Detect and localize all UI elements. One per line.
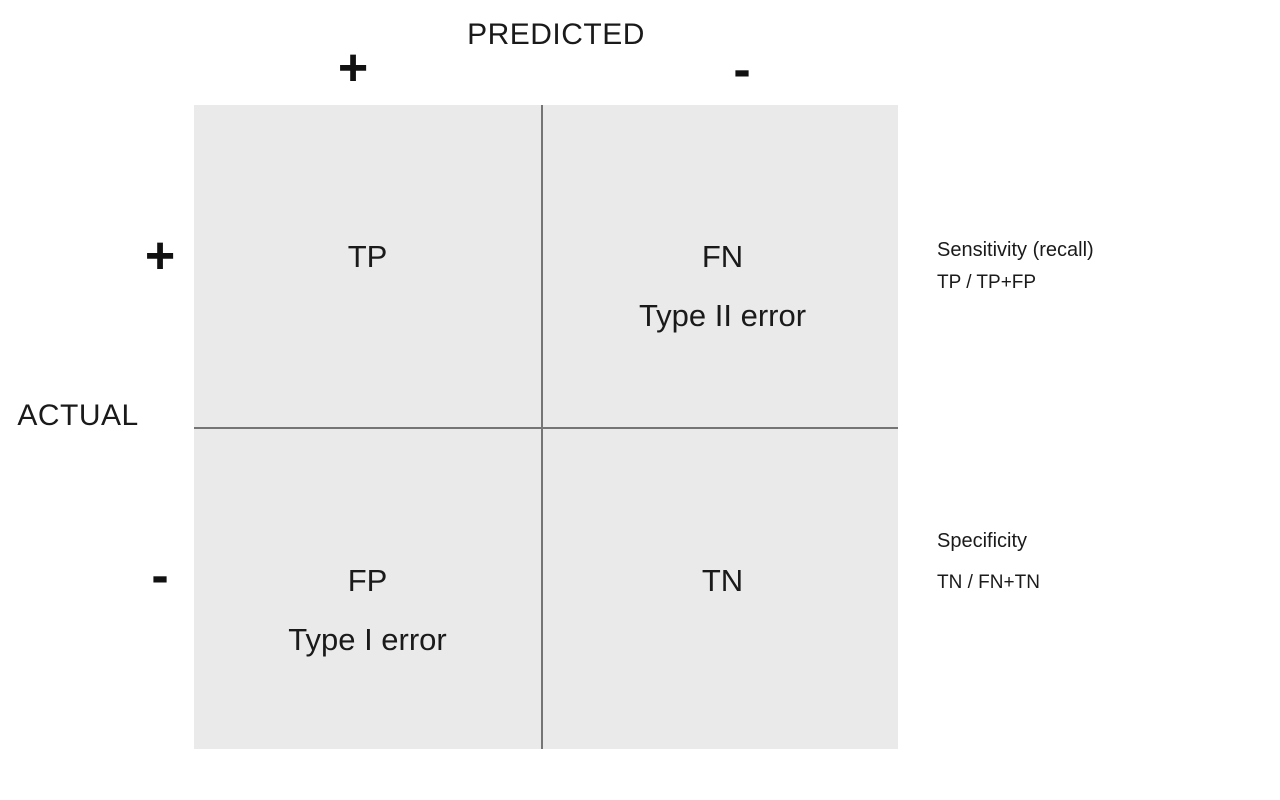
specificity-formula: TN / FN+TN	[937, 572, 1040, 593]
sensitivity-title: Sensitivity (recall)	[937, 239, 1094, 261]
predicted-negative-sign: -	[733, 41, 751, 99]
actual-axis-label: ACTUAL	[17, 399, 139, 432]
sensitivity-annotation: Sensitivity (recall) TP / TP+FP	[937, 234, 1094, 300]
type-i-error-label: Type I error	[288, 622, 447, 657]
specificity-title: Specificity	[937, 530, 1028, 552]
false-positive-label: FP	[347, 563, 388, 598]
cell-true-positive: TP	[194, 105, 541, 427]
sensitivity-formula: TP / TP+FP	[937, 272, 1037, 293]
actual-negative-sign: -	[151, 547, 169, 605]
false-negative-label: FN	[701, 239, 744, 274]
predicted-positive-sign: +	[337, 39, 369, 97]
type-ii-error-label: Type II error	[638, 298, 807, 333]
cell-false-positive: FP Type I error	[194, 429, 541, 751]
true-positive-label: TP	[347, 239, 388, 274]
cell-true-negative: TN	[549, 429, 896, 751]
confusion-matrix-grid: TP FN Type II error FP Type I error TN	[194, 105, 898, 749]
actual-positive-sign: +	[144, 227, 176, 285]
specificity-annotation: Specificity TN / FN+TN	[937, 525, 1040, 599]
predicted-axis-label: PREDICTED	[467, 18, 645, 51]
true-negative-label: TN	[701, 563, 744, 598]
cell-false-negative: FN Type II error	[549, 105, 896, 427]
horizontal-divider	[194, 427, 898, 429]
